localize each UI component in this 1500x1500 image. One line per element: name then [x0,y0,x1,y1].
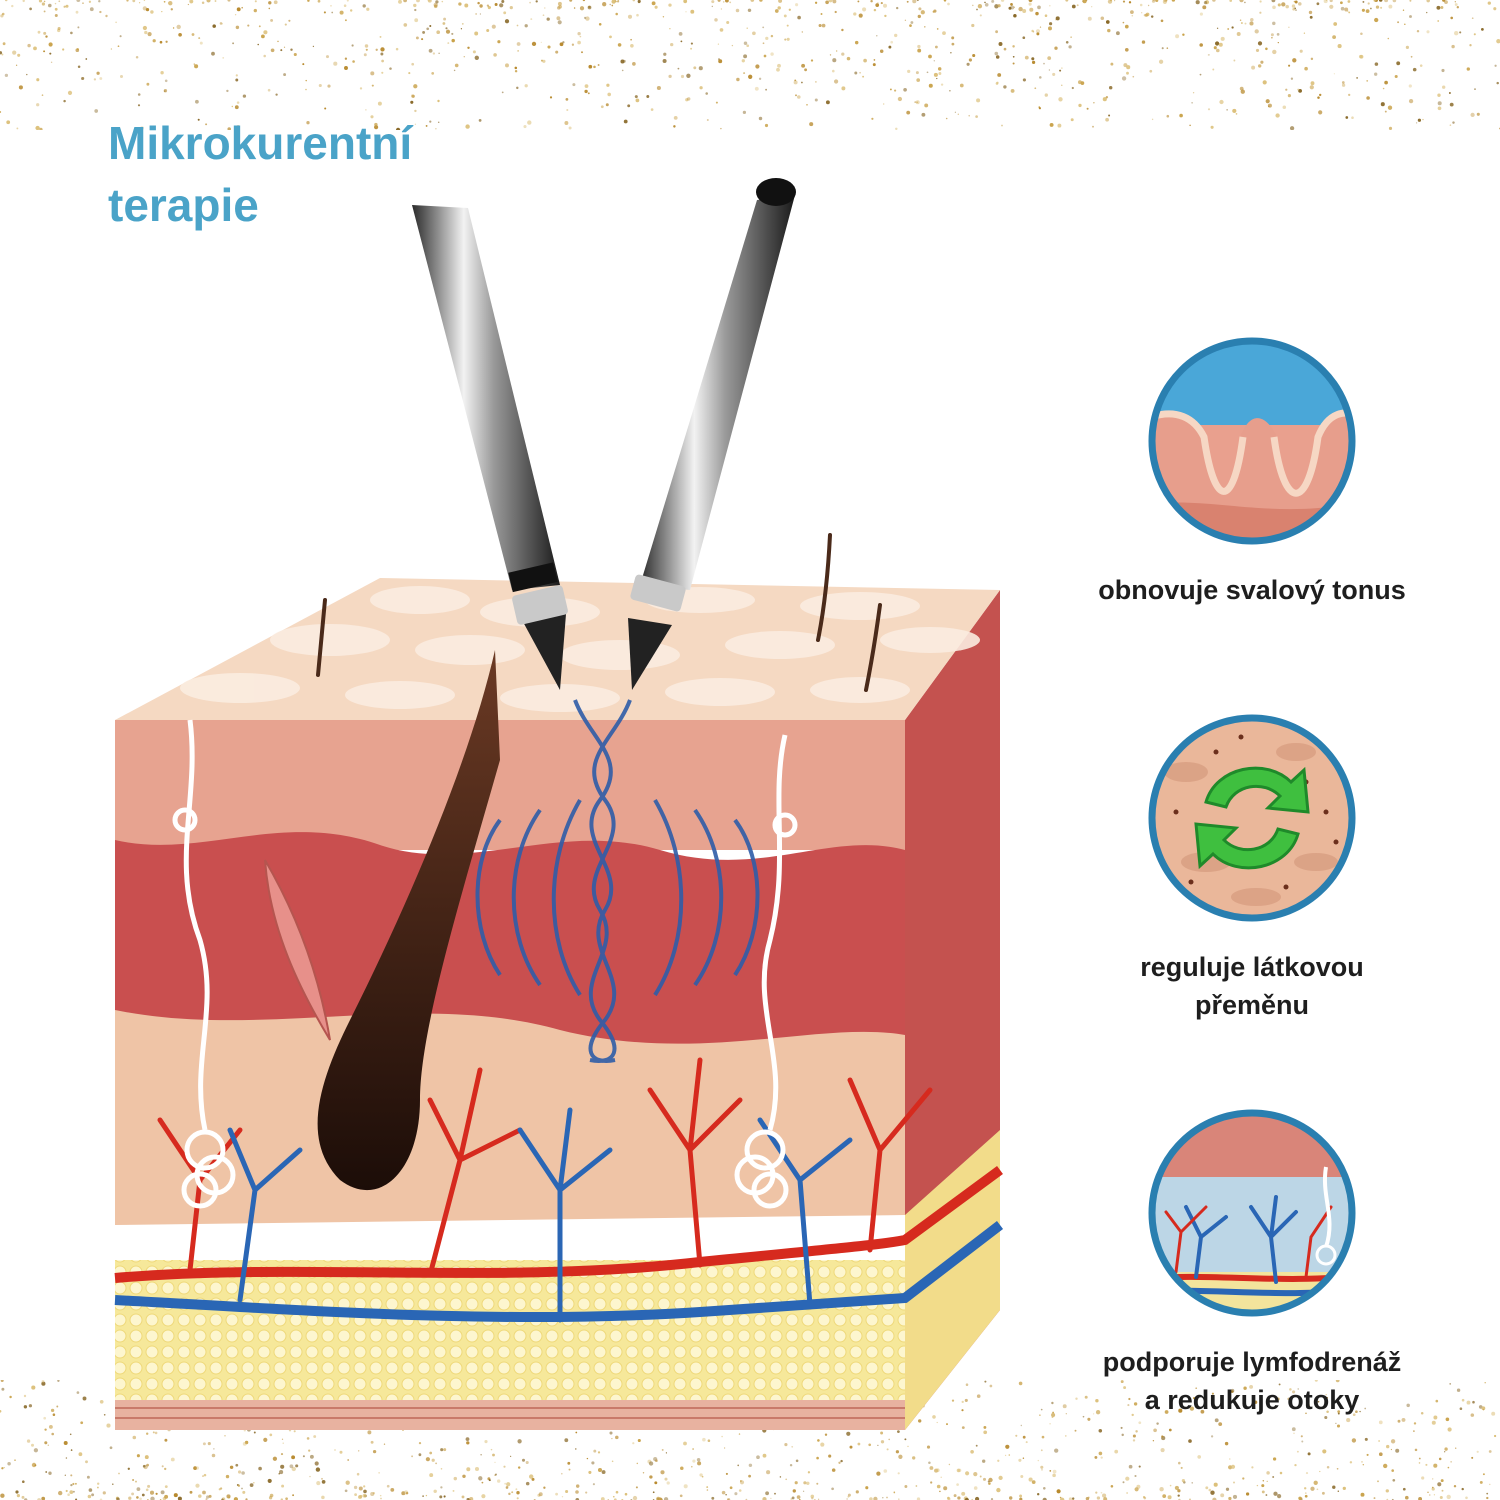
benefit-label: reguluje látkovou přeměnu [1140,952,1364,1020]
title-line-2: terapie [108,179,259,231]
artery [114,1165,1003,1283]
benefit-metabolism: reguluje látkovou přeměnu [1052,712,1452,1024]
benefit-lymph-drainage: podporuje lymfodrenáž a redukuje otoky [1052,1107,1452,1419]
metabolism-cycle-icon [1148,714,1356,922]
electrode-left [412,205,568,690]
benefit-label: podporuje lymfodrenáž a redukuje otoky [1102,1347,1402,1415]
electrode-right [628,178,796,690]
lymph-drainage-icon [1148,1109,1356,1317]
glitter-top [0,0,1500,130]
page-title: Mikrokurentní terapie [108,112,412,236]
skin-cross-section-illustration [114,178,1004,1430]
title-line-1: Mikrokurentní [108,117,413,169]
muscle-tone-icon [1148,337,1356,545]
hair-follicle [317,650,500,1191]
vein [114,1221,1004,1323]
fat-layer [115,1260,905,1400]
benefit-label: obnovuje svalový tonus [1098,575,1406,605]
benefit-muscle-tone: obnovuje svalový tonus [1052,335,1452,609]
arrector-muscle [264,859,331,1041]
